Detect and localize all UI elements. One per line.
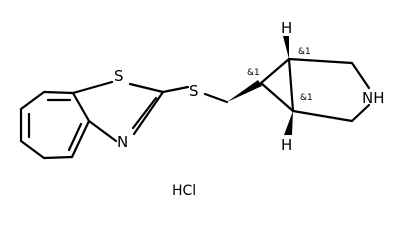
- wedge-bond: [227, 80, 262, 102]
- bond: [67, 122, 83, 152]
- bond: [71, 91, 91, 123]
- bond: [350, 103, 371, 123]
- bond: [132, 90, 165, 136]
- azabicyclohexane-ring: [259, 36, 371, 135]
- bond: [287, 57, 354, 65]
- stereo-label-left: &1: [247, 68, 260, 78]
- hydrogen-bottom-label: H: [281, 136, 292, 154]
- bond: [161, 85, 190, 94]
- bond: [131, 96, 158, 130]
- bond: [128, 82, 165, 94]
- bond: [70, 119, 91, 159]
- benzene-ring: [19, 90, 91, 160]
- thiazole-ring: [71, 80, 165, 143]
- salt-label: HCl: [172, 183, 196, 199]
- bond: [42, 155, 74, 160]
- sulfur-linker-label: S: [189, 82, 199, 100]
- bond: [71, 80, 114, 95]
- thioether-linker: [161, 80, 262, 104]
- bond: [350, 61, 371, 90]
- amine-nh-label: NH: [362, 89, 385, 107]
- stereo-label-bottom: &1: [300, 93, 313, 103]
- wedge-bond: [283, 36, 289, 59]
- chemical-structure: S N S NH H H &1 &1 &1 HCl: [19, 19, 385, 199]
- stereo-label-top: &1: [298, 47, 311, 57]
- bond: [19, 90, 46, 111]
- nitrogen-atom-label: N: [117, 133, 128, 151]
- sulfur-atom-label: S: [114, 67, 124, 85]
- bond: [291, 109, 354, 123]
- bond: [203, 92, 229, 104]
- wedge-bond: [284, 111, 293, 135]
- bond: [259, 57, 291, 85]
- bond: [259, 81, 295, 113]
- hydrogen-top-label: H: [281, 19, 292, 37]
- bond: [19, 139, 46, 160]
- bond: [287, 57, 295, 113]
- bond: [42, 90, 75, 95]
- bond: [87, 119, 118, 143]
